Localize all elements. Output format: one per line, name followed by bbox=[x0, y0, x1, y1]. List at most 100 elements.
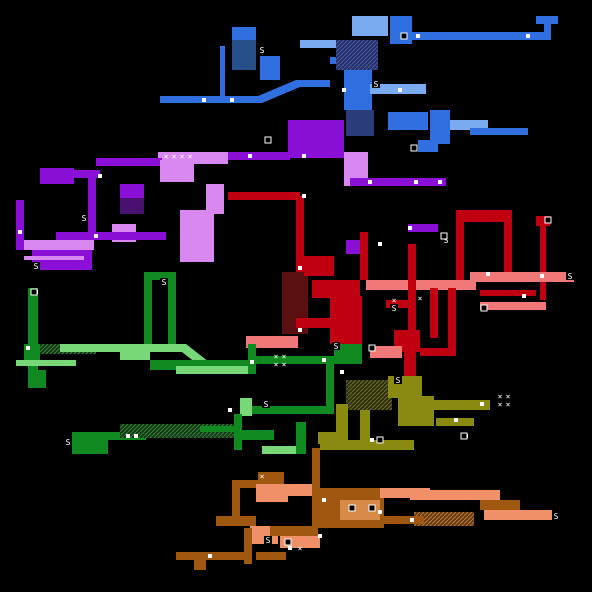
corridor[interactable] bbox=[256, 552, 286, 560]
corridor[interactable] bbox=[160, 96, 258, 103]
room[interactable] bbox=[318, 432, 338, 444]
door-marker[interactable] bbox=[298, 266, 302, 270]
save-point[interactable] bbox=[32, 262, 40, 270]
corridor[interactable] bbox=[370, 346, 402, 358]
save-point[interactable] bbox=[160, 278, 168, 286]
corridor[interactable] bbox=[262, 446, 298, 454]
corridor[interactable] bbox=[408, 244, 416, 356]
corridor[interactable] bbox=[430, 288, 438, 338]
map-point-icon[interactable] bbox=[368, 344, 376, 352]
corridor[interactable] bbox=[312, 448, 320, 528]
room[interactable] bbox=[388, 376, 422, 398]
corridor[interactable] bbox=[360, 410, 370, 444]
corridor[interactable] bbox=[320, 440, 414, 450]
corridor[interactable] bbox=[544, 16, 551, 40]
room[interactable] bbox=[240, 398, 252, 416]
room[interactable] bbox=[120, 344, 150, 360]
corridor[interactable] bbox=[326, 364, 334, 414]
corridor[interactable] bbox=[144, 272, 152, 348]
corridor[interactable] bbox=[380, 488, 430, 498]
door-marker[interactable] bbox=[26, 346, 30, 350]
door-marker[interactable] bbox=[208, 554, 212, 558]
corridor[interactable] bbox=[232, 480, 240, 526]
door-marker[interactable] bbox=[340, 370, 344, 374]
room[interactable] bbox=[346, 110, 374, 136]
save-point[interactable] bbox=[394, 376, 402, 384]
item-icon[interactable]: × bbox=[506, 392, 511, 401]
corridor[interactable] bbox=[234, 430, 274, 440]
door-marker[interactable] bbox=[202, 98, 206, 102]
corridor[interactable] bbox=[420, 348, 456, 356]
corridor[interactable] bbox=[96, 158, 162, 166]
door-marker[interactable] bbox=[410, 518, 414, 522]
corridor[interactable] bbox=[300, 40, 340, 48]
corridor[interactable] bbox=[366, 280, 476, 290]
item-icon[interactable]: × bbox=[282, 352, 287, 361]
corridor[interactable] bbox=[480, 290, 536, 296]
map-point-icon[interactable] bbox=[30, 288, 38, 296]
door-marker[interactable] bbox=[94, 234, 98, 238]
door-marker[interactable] bbox=[522, 294, 526, 298]
corridor[interactable] bbox=[176, 366, 256, 374]
room[interactable] bbox=[430, 110, 450, 144]
corridor[interactable] bbox=[350, 178, 446, 186]
door-marker[interactable] bbox=[230, 98, 234, 102]
corridor[interactable] bbox=[220, 46, 225, 102]
room[interactable] bbox=[312, 280, 360, 298]
door-marker[interactable] bbox=[486, 272, 490, 276]
room[interactable] bbox=[180, 210, 214, 262]
door-marker[interactable] bbox=[480, 402, 484, 406]
room[interactable] bbox=[256, 484, 288, 502]
corridor[interactable] bbox=[470, 128, 528, 135]
door-marker[interactable] bbox=[416, 34, 420, 38]
corridor[interactable] bbox=[484, 510, 552, 520]
corridor[interactable] bbox=[28, 288, 38, 388]
corridor[interactable] bbox=[24, 256, 84, 260]
item-icon[interactable]: × bbox=[498, 400, 503, 409]
item-icon[interactable]: × bbox=[274, 352, 279, 361]
map-point-icon[interactable] bbox=[544, 216, 552, 224]
corridor[interactable] bbox=[150, 360, 250, 370]
map-point-icon[interactable] bbox=[376, 436, 384, 444]
corridor[interactable] bbox=[360, 232, 368, 280]
item-icon[interactable]: × bbox=[298, 544, 303, 553]
room[interactable] bbox=[246, 336, 298, 348]
item-icon[interactable]: × bbox=[498, 392, 503, 401]
save-point[interactable] bbox=[264, 536, 272, 544]
save-point[interactable] bbox=[566, 272, 574, 280]
corridor[interactable] bbox=[296, 318, 336, 328]
door-marker[interactable] bbox=[126, 434, 130, 438]
door-marker[interactable] bbox=[98, 174, 102, 178]
item-icon[interactable]: × bbox=[188, 152, 193, 161]
corridor[interactable] bbox=[200, 426, 234, 432]
room[interactable] bbox=[72, 432, 108, 454]
room[interactable] bbox=[32, 370, 46, 388]
map-point-icon[interactable] bbox=[368, 504, 376, 512]
corridor[interactable] bbox=[244, 528, 252, 564]
door-marker[interactable] bbox=[454, 418, 458, 422]
corridor[interactable] bbox=[384, 516, 424, 524]
room[interactable] bbox=[120, 198, 144, 214]
item-icon[interactable]: × bbox=[260, 472, 265, 481]
room[interactable] bbox=[470, 272, 574, 282]
map-point-icon[interactable] bbox=[264, 136, 272, 144]
item-icon[interactable]: × bbox=[418, 294, 423, 303]
door-marker[interactable] bbox=[134, 434, 138, 438]
corridor[interactable] bbox=[88, 170, 96, 234]
corridor[interactable] bbox=[296, 422, 306, 454]
room[interactable] bbox=[304, 256, 334, 276]
map-point-icon[interactable] bbox=[440, 232, 448, 240]
corridor[interactable] bbox=[336, 404, 348, 448]
door-marker[interactable] bbox=[322, 358, 326, 362]
corridor[interactable] bbox=[232, 480, 262, 488]
corridor[interactable] bbox=[430, 400, 490, 410]
corridor[interactable] bbox=[16, 200, 24, 250]
corridor[interactable] bbox=[248, 344, 256, 374]
door-marker[interactable] bbox=[398, 88, 402, 92]
corridor[interactable] bbox=[504, 210, 512, 280]
corridor[interactable] bbox=[480, 500, 520, 510]
room[interactable] bbox=[194, 556, 206, 570]
map-point-icon[interactable] bbox=[400, 32, 408, 40]
door-marker[interactable] bbox=[298, 328, 302, 332]
corridor[interactable] bbox=[408, 224, 438, 232]
